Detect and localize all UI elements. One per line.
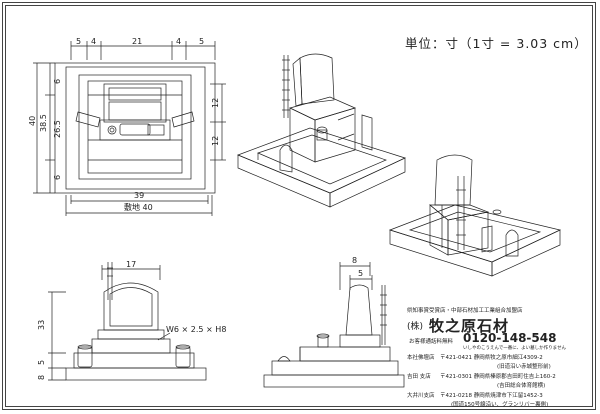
branch-note: (国道150号線沿い、グランリバー裏側) [451, 402, 549, 408]
branch-name: 大井川支店 [407, 393, 435, 399]
dim-left-1: 40 [28, 116, 37, 126]
inner-frame [5, 5, 593, 407]
branch-row: 大井川支店〒421-0218 静岡県焼津市下江留1452-3 [407, 391, 543, 399]
dim-left-4: 26.5 [53, 120, 62, 138]
side-dim-2: 5 [358, 269, 363, 278]
dim-top-3: 21 [132, 37, 142, 46]
dim-bottom-outer: 敷地 40 [124, 202, 153, 212]
branch-address: 〒421-0301 静岡県榛原郡吉田町住吉上160-2 [440, 374, 556, 380]
side-elevation: 8 5 [263, 256, 405, 388]
dim-left-2: 38.5 [39, 114, 48, 132]
association-text: 県知事賞受賞店・中部石材加工工業組合加盟店 [407, 308, 523, 314]
branch-note: (旧道沿い赤城整形前) [497, 364, 551, 370]
side-dim-1: 8 [352, 256, 357, 265]
plan-view: 5 4 21 4 5 40 38.5 6 [28, 37, 226, 216]
elev-dim-left-2: 5 [37, 360, 46, 365]
dim-right-2: 12 [211, 136, 220, 146]
dim-left-5: 6 [53, 175, 62, 180]
branch-name: 吉田 支店 [407, 374, 431, 380]
elev-dim-left-1: 33 [37, 320, 46, 330]
outer-frame [2, 2, 596, 410]
branch-address: 〒421-0218 静岡県焼津市下江留1452-3 [440, 393, 543, 399]
branch-row: 吉田 支店 〒421-0301 静岡県榛原郡吉田町住吉上160-2 [407, 372, 556, 380]
company-kk: (株) [407, 322, 424, 332]
branch-name: 本社佛壇店 [407, 355, 435, 361]
dim-left-3: 6 [53, 79, 62, 84]
dim-top-4: 4 [176, 37, 181, 46]
elev-note: W6 × 2.5 × H8 [166, 325, 226, 334]
elev-width-dim: 17 [126, 260, 136, 269]
front-elevation: 17 33 5 8 W6 × 2.5 × H8 [37, 260, 226, 381]
unit-label: 単位：寸（1寸 = 3.03 cm） [405, 36, 588, 51]
branch-note: (吉田総合体育館横) [497, 383, 546, 389]
isometric-view-1 [237, 53, 406, 208]
elev-dim-left-3: 8 [37, 375, 46, 380]
dim-top-2: 4 [91, 37, 96, 46]
dim-right-1: 12 [211, 98, 220, 108]
isometric-view-2 [388, 154, 562, 277]
company-name: 牧之原石材 [429, 317, 510, 335]
dim-top-1: 5 [76, 37, 81, 46]
dim-top-5: 5 [199, 37, 204, 46]
dim-bottom-inner: 39 [134, 191, 144, 200]
branch-address: 〒421-0421 静岡県牧之原市細江4309-2 [440, 355, 543, 361]
phone-number: 0120-148-548 [463, 331, 557, 345]
phone-subtext: いしやのこうえんで一番に、よい墓しか作りません [463, 346, 566, 351]
free-dial-label: お客様通話料無料 [409, 339, 454, 345]
branch-row: 本社佛壇店〒421-0421 静岡県牧之原市細江4309-2 [407, 353, 543, 361]
